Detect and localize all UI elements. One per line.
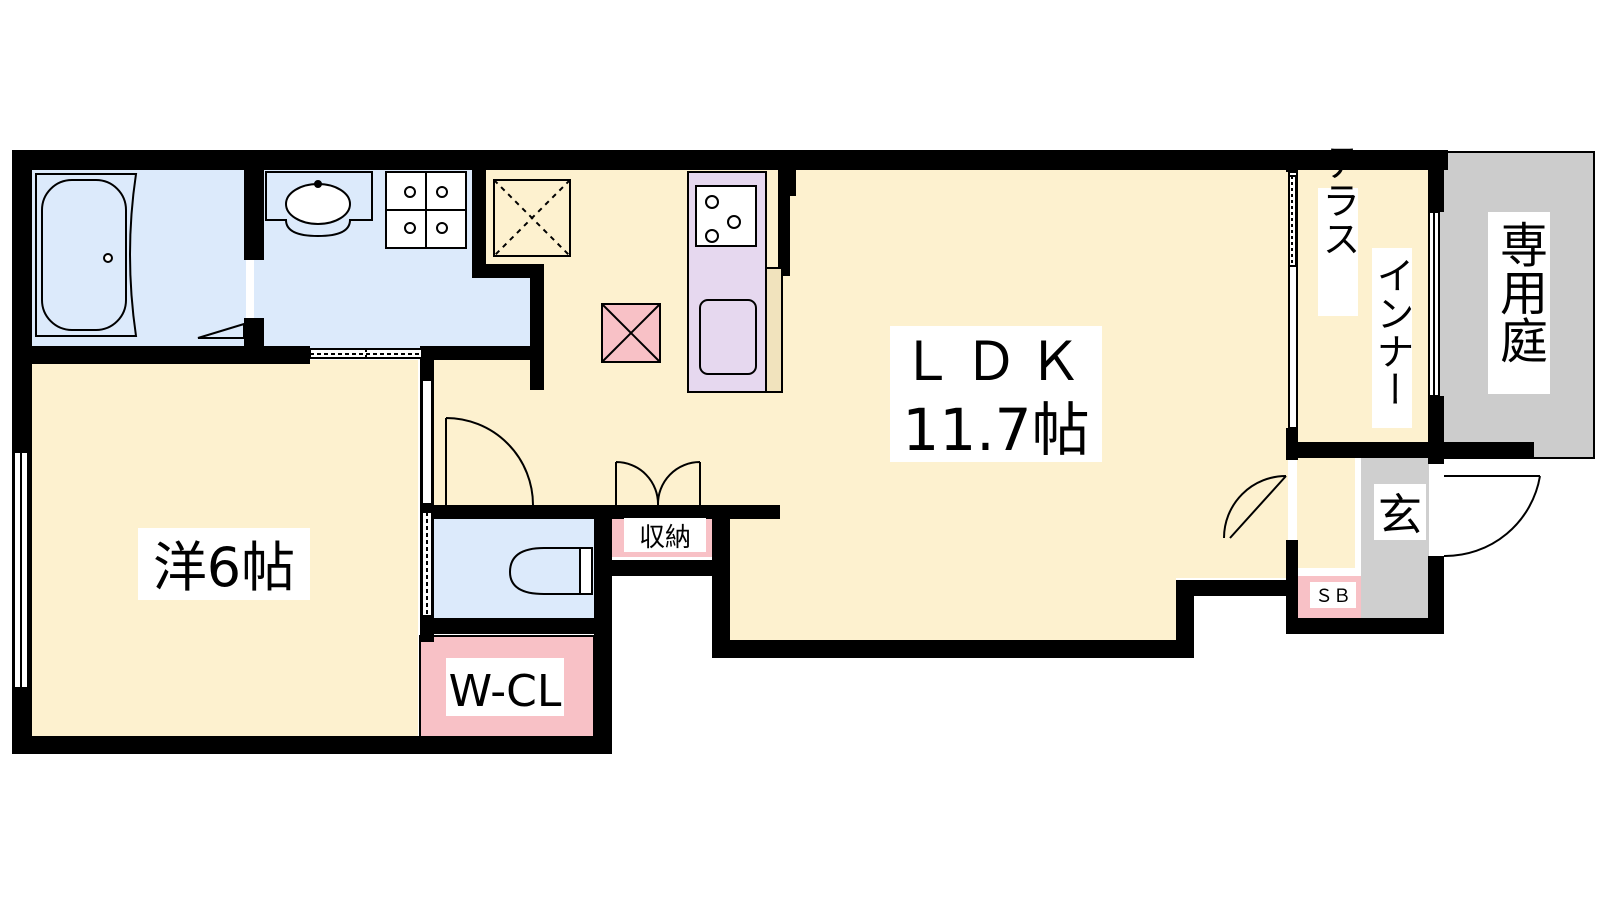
ldk-name: ＬＤＫ <box>900 330 1092 393</box>
storage-label: 収納 <box>639 523 691 553</box>
label-boxes <box>138 188 1550 716</box>
washbasin <box>265 171 373 238</box>
shoebox-label: ＳＢ <box>1315 586 1351 607</box>
windows <box>13 171 1440 689</box>
bathtub <box>35 173 138 337</box>
pantry-box <box>601 303 661 363</box>
entrance-label: 玄 <box>1378 490 1422 541</box>
ldk-size: 11.7帖 <box>902 396 1089 464</box>
terrace-label: テラス <box>1316 143 1360 257</box>
sliding-doors <box>309 175 1297 617</box>
kitchen-counter <box>687 171 783 393</box>
washing-machine-area <box>385 171 467 249</box>
garden-label: 専用庭 <box>1491 220 1547 364</box>
western-room-label: 洋6帖 <box>153 536 295 599</box>
wcl-label: W-CL <box>449 666 562 717</box>
refrigerator-space <box>493 179 571 257</box>
bath-door <box>197 322 245 339</box>
door-swings <box>445 417 1541 558</box>
inner-label: インナー <box>1370 256 1414 408</box>
toilet <box>508 547 593 595</box>
